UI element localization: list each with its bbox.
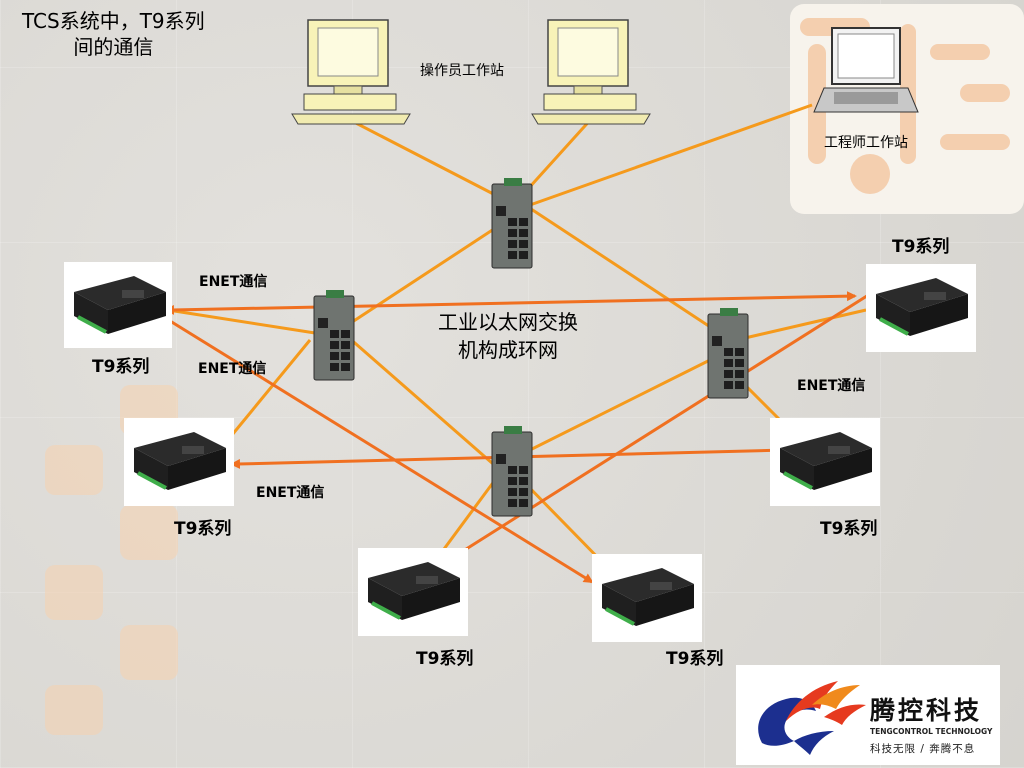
t9-series-label: T9系列 xyxy=(666,649,724,669)
enet-link-lines xyxy=(161,291,871,584)
enet-label: ENET通信 xyxy=(199,274,268,290)
t9-series-label: T9系列 xyxy=(416,649,474,669)
t9-plc-bottom-right xyxy=(592,554,702,642)
t9-plc-left-middle xyxy=(124,418,234,506)
t9-series-label: T9系列 xyxy=(820,519,878,539)
switch-ring-label-line-1: 工业以太网交换 xyxy=(438,310,578,334)
dragon-logo-icon xyxy=(758,681,866,755)
operator-station-label: 操作员工作站 xyxy=(420,63,504,79)
enet-label: ENET通信 xyxy=(256,485,325,501)
logo-slogan: 科技无限 / 奔腾不息 xyxy=(870,743,976,755)
t9-plc-left-upper xyxy=(64,262,172,348)
switch-ring-label: 工业以太网交换 机构成环网 xyxy=(438,308,578,364)
ethernet-switch-bottom xyxy=(491,426,533,517)
ethernet-switch-left xyxy=(313,290,355,381)
t9-plc-right-middle xyxy=(770,418,880,506)
watermark-tile xyxy=(45,685,103,735)
page-title: TCS系统中，T9系列 间的通信 xyxy=(22,8,205,60)
enet-label: ENET通信 xyxy=(797,378,866,394)
ethernet-switch-top xyxy=(491,178,533,269)
logo-company-name: 腾控科技 xyxy=(870,696,983,725)
t9-plc-bottom-left xyxy=(358,548,468,636)
watermark-tile xyxy=(45,565,103,620)
t9-series-label: T9系列 xyxy=(892,237,950,257)
ethernet-switch-right xyxy=(707,308,749,399)
t9-series-label: T9系列 xyxy=(174,519,232,539)
operator-workstation-1 xyxy=(291,19,411,125)
enet-label: ENET通信 xyxy=(198,361,267,377)
engineer-laptop xyxy=(813,27,919,113)
t9-series-label: T9系列 xyxy=(92,357,150,377)
watermark-tile xyxy=(45,445,103,495)
logo-english-name: TENGCONTROL TECHNOLOGY xyxy=(870,727,993,736)
engineer-station-label: 工程师工作站 xyxy=(824,135,908,151)
title-line-2: 间的通信 xyxy=(73,35,154,59)
ethernet-link-lines xyxy=(167,103,867,572)
title-line-1: TCS系统中，T9系列 xyxy=(22,9,205,33)
watermark-tile xyxy=(120,505,178,560)
watermark-tile xyxy=(120,625,178,680)
company-logo: 腾控科技 TENGCONTROL TECHNOLOGY 科技无限 / 奔腾不息 xyxy=(736,665,1000,765)
operator-workstation-2 xyxy=(531,19,651,125)
switch-ring-label-line-2: 机构成环网 xyxy=(458,338,558,362)
t9-plc-right-upper xyxy=(866,264,976,352)
